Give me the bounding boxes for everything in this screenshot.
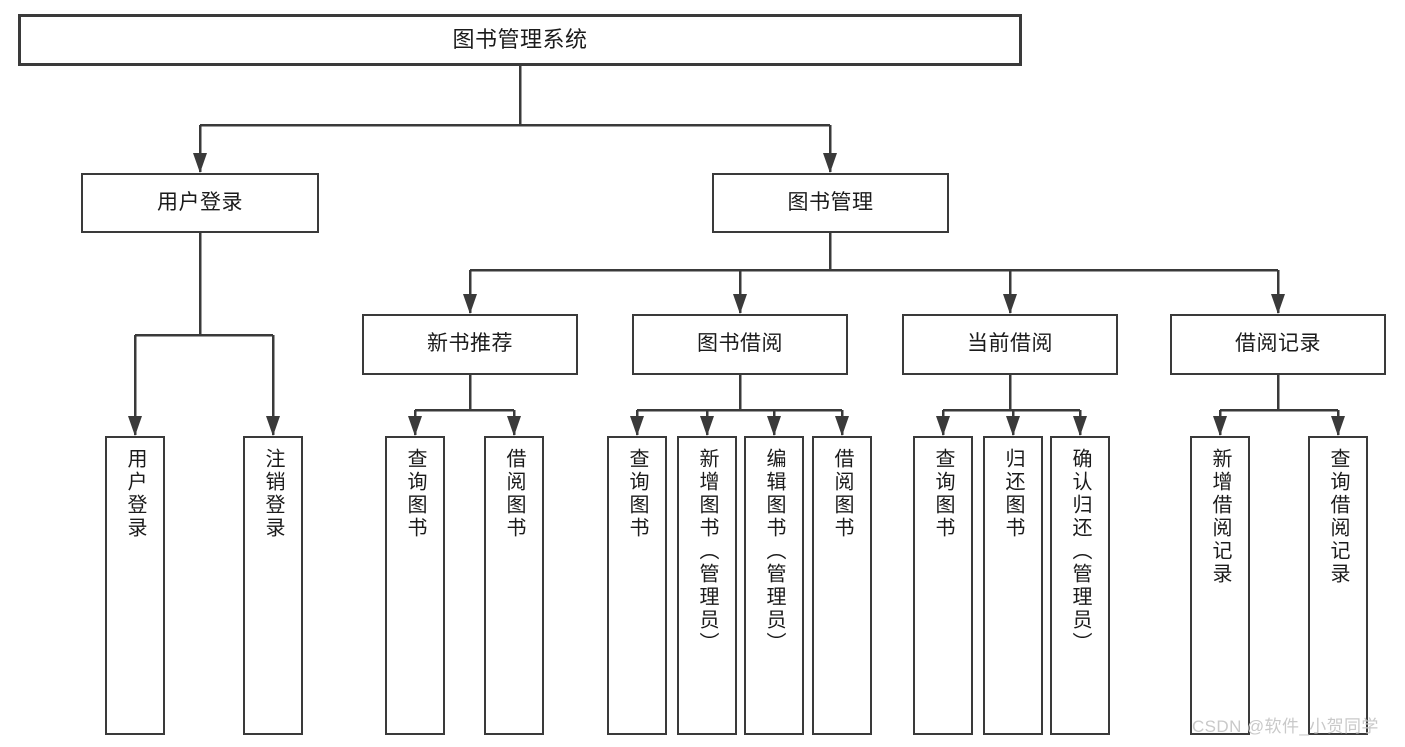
node-l-query3[interactable]: 查询图书 <box>913 436 973 735</box>
node-label: 图书管理 <box>787 190 874 214</box>
node-l-query1[interactable]: 查询图书 <box>385 436 445 735</box>
node-l-add[interactable]: 新增图书（管理员） <box>677 436 737 735</box>
node-l-return[interactable]: 归还图书 <box>983 436 1043 735</box>
node-label: 借阅记录 <box>1235 332 1321 356</box>
node-label: 注销登录 <box>262 448 284 540</box>
arrow-icon-records-0 <box>1213 416 1227 436</box>
node-label: 借阅图书 <box>503 448 525 540</box>
node-label: 新书推荐 <box>427 332 513 356</box>
node-label: 查询图书 <box>932 448 954 540</box>
node-label: 新增图书（管理员） <box>696 448 718 655</box>
node-bookmgmt[interactable]: 图书管理 <box>712 173 949 233</box>
node-l-borrow2[interactable]: 借阅图书 <box>812 436 872 735</box>
arrow-icon-bookmgmt-0 <box>463 294 477 314</box>
node-root[interactable]: 图书管理系统 <box>18 14 1022 66</box>
node-label: 当前借阅 <box>967 332 1053 356</box>
node-l-query2[interactable]: 查询图书 <box>607 436 667 735</box>
arrow-icon-borrow-3 <box>835 416 849 436</box>
node-l-borrow1[interactable]: 借阅图书 <box>484 436 544 735</box>
arrow-icon-login-0 <box>128 416 142 436</box>
node-label: 图书借阅 <box>697 332 783 356</box>
node-label: 编辑图书（管理员） <box>763 448 785 655</box>
node-label: 用户登录 <box>124 448 146 540</box>
node-current[interactable]: 当前借阅 <box>902 314 1118 375</box>
node-label: 用户登录 <box>157 190 243 214</box>
arrow-icon-current-0 <box>936 416 950 436</box>
node-records[interactable]: 借阅记录 <box>1170 314 1386 375</box>
arrow-icon-newbook-1 <box>507 416 521 436</box>
node-l-login[interactable]: 用户登录 <box>105 436 165 735</box>
node-l-edit[interactable]: 编辑图书（管理员） <box>744 436 804 735</box>
node-label: 查询图书 <box>626 448 648 540</box>
node-l-queryrec[interactable]: 查询借阅记录 <box>1308 436 1368 735</box>
arrow-icon-current-1 <box>1006 416 1020 436</box>
node-newbook[interactable]: 新书推荐 <box>362 314 578 375</box>
node-label: 归还图书 <box>1002 448 1024 540</box>
node-label: 查询借阅记录 <box>1327 448 1349 586</box>
arrow-icon-records-1 <box>1331 416 1345 436</box>
arrow-icon-borrow-0 <box>630 416 644 436</box>
arrow-icon-borrow-1 <box>700 416 714 436</box>
arrow-icon-root-1 <box>823 153 837 173</box>
arrow-icon-bookmgmt-3 <box>1271 294 1285 314</box>
node-label: 确认归还（管理员） <box>1069 448 1091 655</box>
arrow-icon-bookmgmt-1 <box>733 294 747 314</box>
arrow-icon-current-2 <box>1073 416 1087 436</box>
arrow-icon-login-1 <box>266 416 280 436</box>
node-label: 查询图书 <box>404 448 426 540</box>
node-borrow[interactable]: 图书借阅 <box>632 314 848 375</box>
node-label: 新增借阅记录 <box>1209 448 1231 586</box>
arrow-icon-bookmgmt-2 <box>1003 294 1017 314</box>
node-login[interactable]: 用户登录 <box>81 173 319 233</box>
node-l-addrec[interactable]: 新增借阅记录 <box>1190 436 1250 735</box>
csdn-watermark: CSDN @软件_小贺同学 <box>1192 717 1379 736</box>
arrow-icon-newbook-0 <box>408 416 422 436</box>
arrow-icon-borrow-2 <box>767 416 781 436</box>
node-l-confirm[interactable]: 确认归还（管理员） <box>1050 436 1110 735</box>
node-label: 图书管理系统 <box>452 27 588 53</box>
arrow-icon-root-0 <box>193 153 207 173</box>
node-label: 借阅图书 <box>831 448 853 540</box>
node-l-logout[interactable]: 注销登录 <box>243 436 303 735</box>
